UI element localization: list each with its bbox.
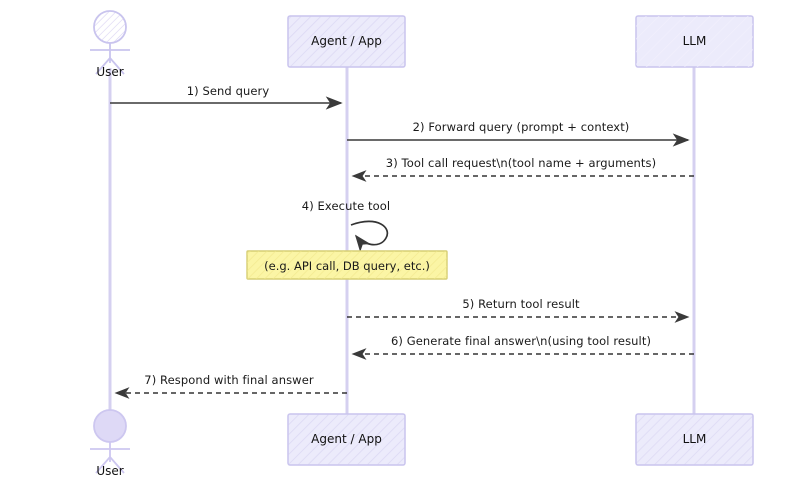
message-4: 4) Execute tool [302,199,390,253]
message-7: 7) Respond with final answer [114,373,347,399]
message-5: 5) Return tool result [347,297,690,323]
participant-label-agent-bottom: Agent / App [311,432,382,446]
actor-leg-right [109,57,125,75]
lifelines [108,67,696,414]
message-1: 1) Send query [110,84,343,110]
actor-head-icon-bottom [93,409,127,443]
note-label: (e.g. API call, DB query, etc.) [264,259,430,273]
message-3-label: 3) Tool call request\n(tool name + argum… [386,156,656,170]
actor-leg-left-bottom [95,456,111,474]
participant-agent-bottom[interactable]: Agent / App [287,413,406,466]
participant-label-llm-top: LLM [683,34,707,48]
participant-box-agent-top-hatch [288,16,405,67]
message-6: 6) Generate final answer\n(using tool re… [351,334,694,360]
note-box-hatch [247,251,447,279]
message-2-label: 2) Forward query (prompt + context) [413,120,630,134]
participant-llm-top[interactable]: LLM [635,15,754,68]
message-7-label: 7) Respond with final answer [144,373,314,387]
participant-label-llm-bottom: LLM [683,432,707,446]
participant-box-llm-bottom-hatch [636,414,753,465]
actor-head-icon [93,10,127,44]
participant-agent-top[interactable]: Agent / App [287,15,406,68]
participant-box-agent-bottom-hatch [288,414,405,465]
actor-user-top-label: User [96,65,123,79]
message-6-label: 6) Generate final answer\n(using tool re… [391,334,651,348]
message-2: 2) Forward query (prompt + context) [347,120,690,147]
participant-box-llm-top-hatch [636,16,753,67]
actor-leg-right-bottom [109,456,125,474]
actor-leg-left [95,57,111,75]
message-4-label: 4) Execute tool [302,199,390,213]
message-5-label: 5) Return tool result [462,297,580,311]
participant-llm-bottom[interactable]: LLM [635,413,754,466]
message-4-self-loop-arrow [350,220,389,253]
message-3: 3) Tool call request\n(tool name + argum… [351,156,694,182]
actor-user-bottom-label: User [96,464,123,478]
message-1-label: 1) Send query [187,84,270,98]
note-tool: (e.g. API call, DB query, etc.) [246,250,448,280]
participant-label-agent-top: Agent / App [311,34,382,48]
actor-user-top: User [90,10,130,79]
actor-user-bottom: User [90,409,130,478]
